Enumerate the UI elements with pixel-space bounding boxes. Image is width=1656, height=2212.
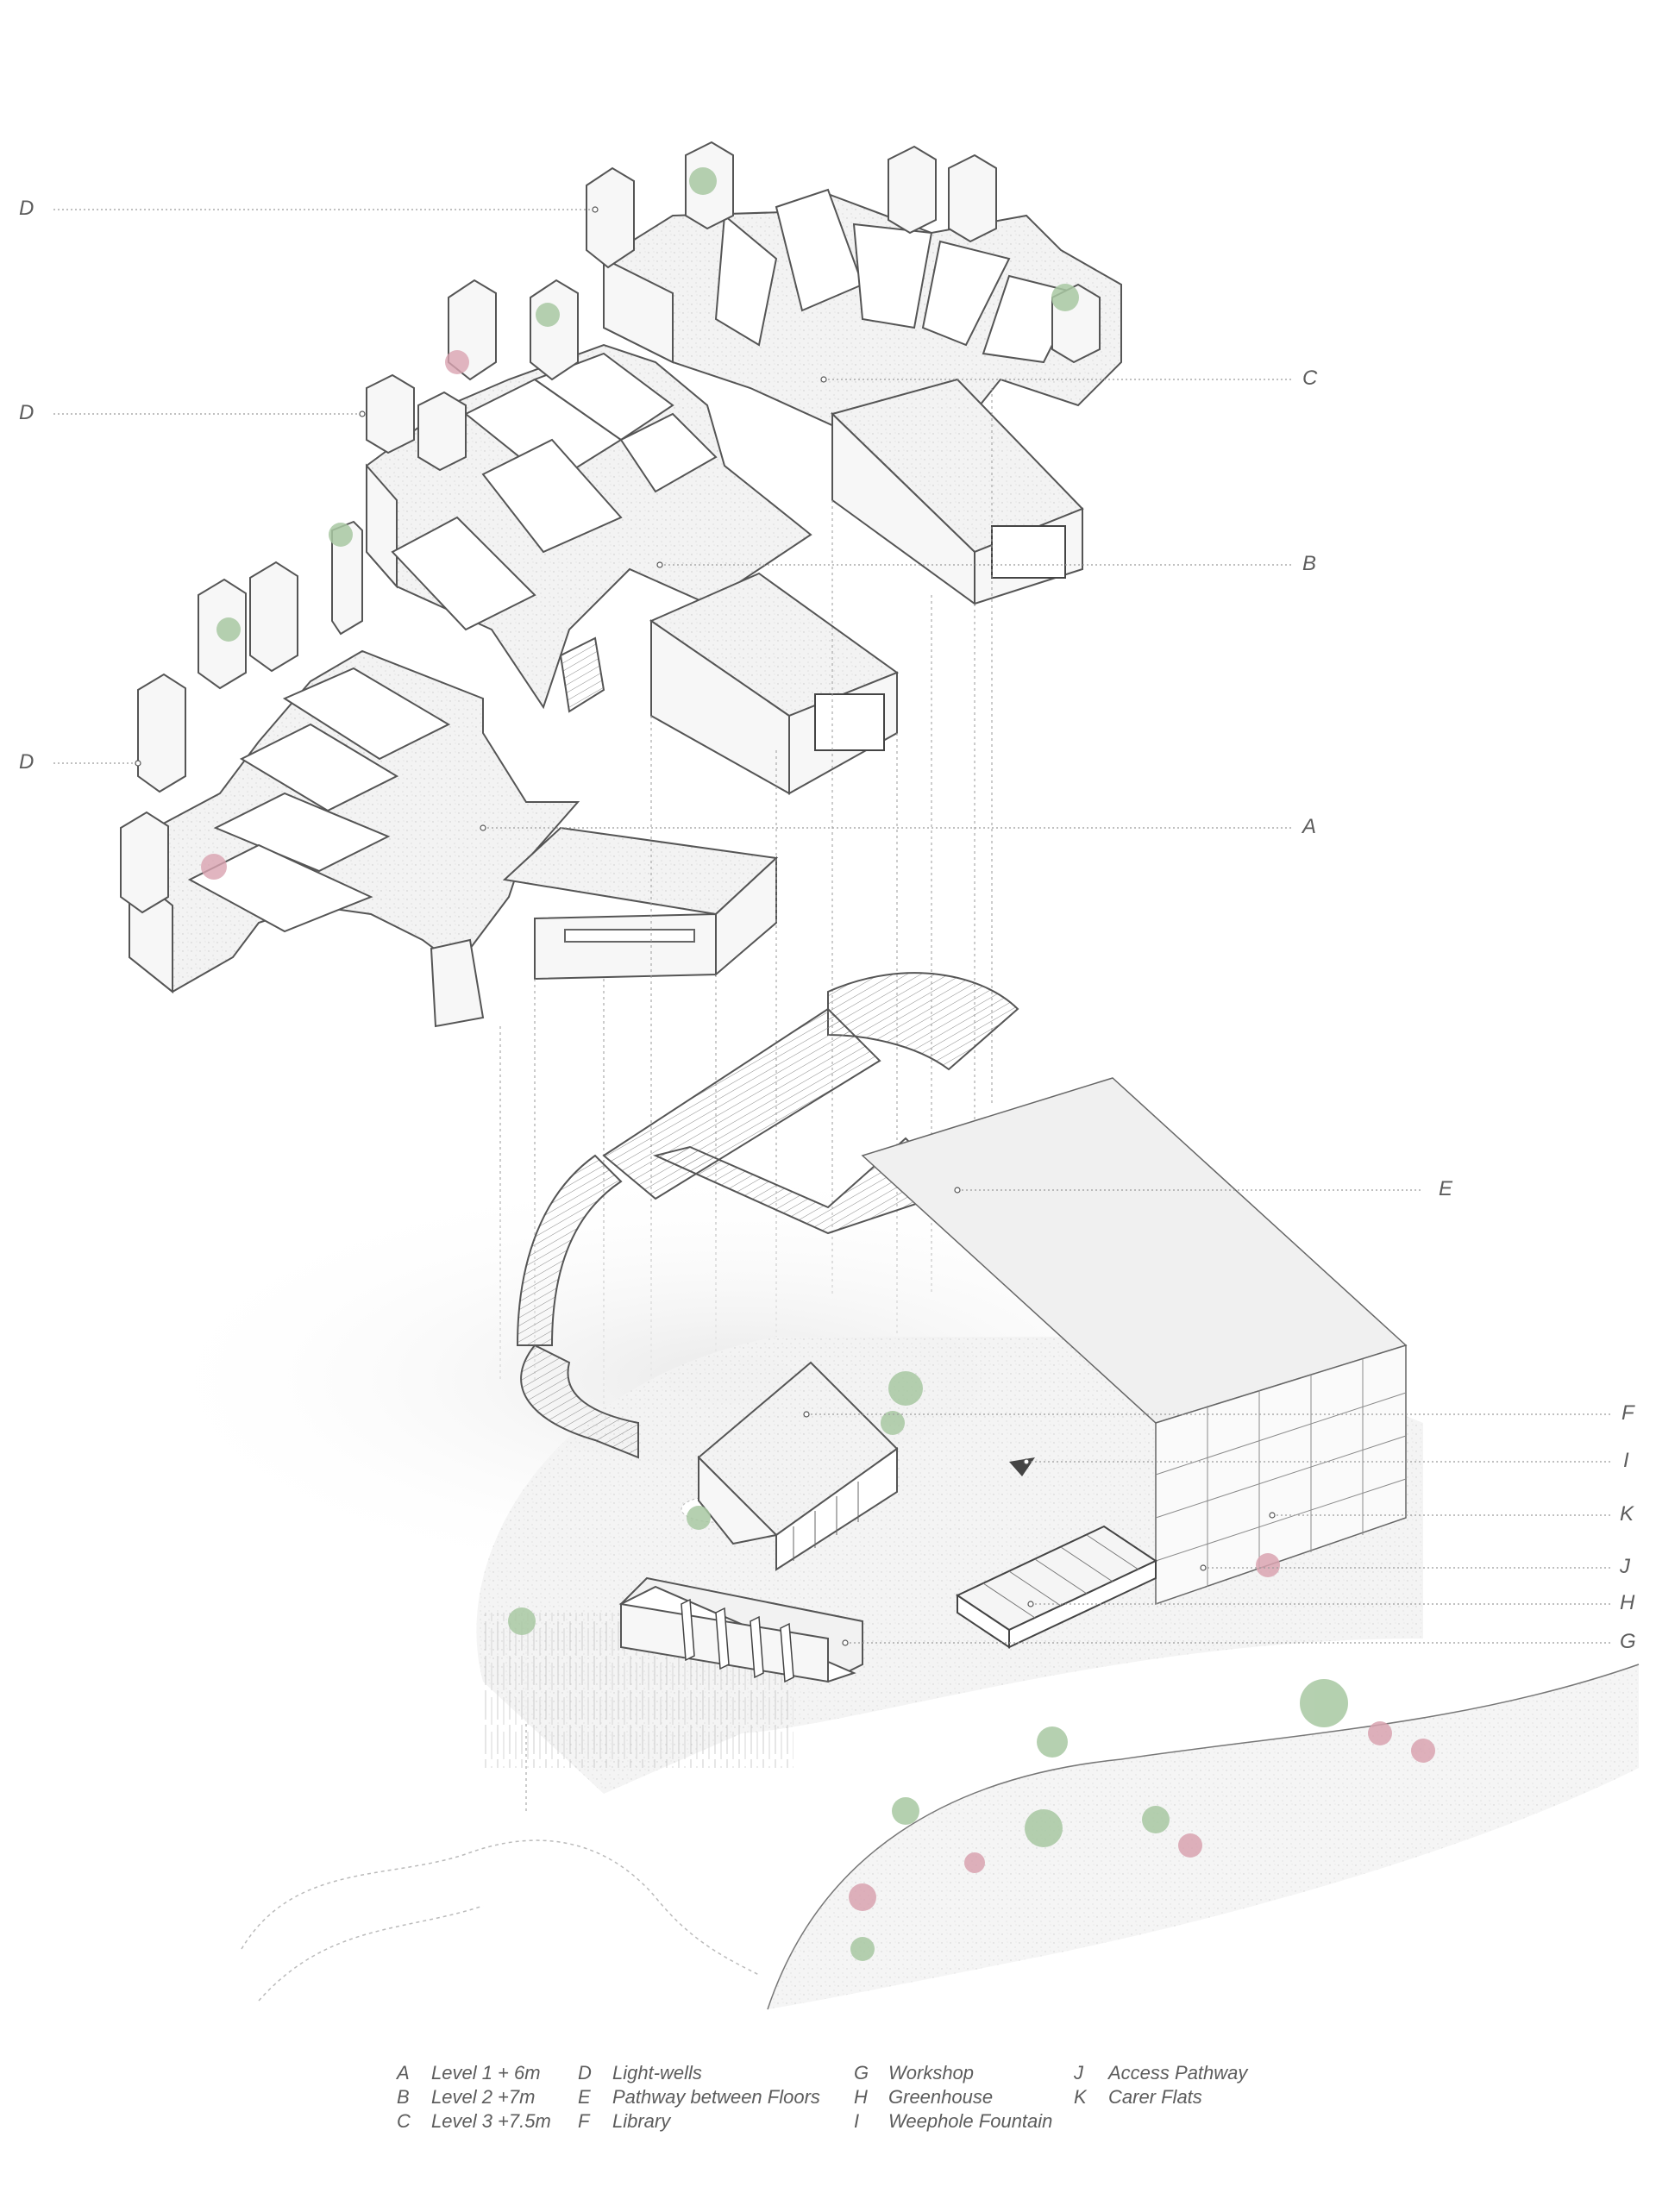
level-1-annex — [649, 572, 900, 795]
callout-k: K — [1620, 1502, 1634, 1526]
level-2-plan — [366, 279, 812, 713]
callout-i: I — [1623, 1449, 1629, 1472]
callout-d-level1: D — [19, 750, 34, 774]
callout-g: G — [1620, 1630, 1636, 1653]
callout-c: C — [1302, 367, 1318, 390]
carer-flats-building — [861, 1077, 1408, 1606]
planters-upper — [201, 167, 1079, 880]
level-3-plan — [586, 141, 1122, 433]
level-1-plan — [120, 520, 580, 1028]
callout-e: E — [1439, 1177, 1453, 1200]
level-1-wing — [502, 826, 779, 981]
callout-j: J — [1620, 1555, 1630, 1578]
site-ground — [129, 1164, 1640, 2010]
callout-d-level2: D — [19, 401, 34, 424]
callout-a: A — [1302, 815, 1317, 838]
callout-h: H — [1620, 1591, 1635, 1614]
level-2-annex-b — [831, 378, 1084, 605]
workshop-building — [618, 1576, 863, 1683]
leader-dots — [135, 206, 1276, 1646]
callout-b: B — [1302, 552, 1317, 575]
leader-lines — [53, 209, 1613, 1644]
library-building — [697, 1361, 899, 1571]
ground-planting — [508, 1371, 1435, 1961]
callout-f: F — [1622, 1401, 1634, 1425]
callout-d-level3: D — [19, 197, 34, 220]
